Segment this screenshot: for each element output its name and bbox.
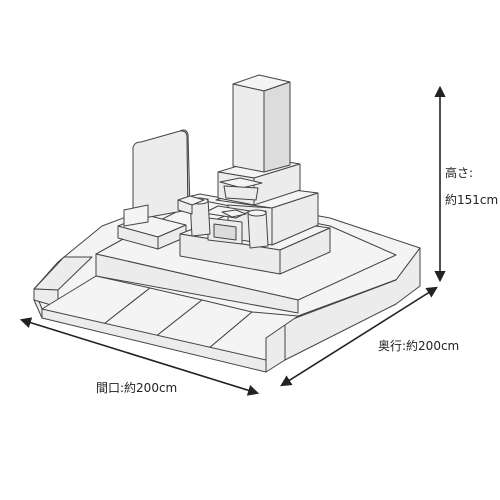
flower-vase-right bbox=[247, 210, 269, 249]
width-dimension-arrow bbox=[19, 317, 260, 396]
incense-holder-body bbox=[223, 185, 259, 201]
water-basin bbox=[221, 209, 247, 218]
width-label: 間口:約200cm bbox=[96, 381, 178, 395]
depth-dimension-arrow bbox=[280, 286, 438, 387]
memorial-plaque bbox=[117, 129, 191, 250]
stone-tier-2-side bbox=[271, 192, 319, 246]
tall-stone-side bbox=[263, 81, 291, 173]
height-value-label: 約151cm bbox=[445, 193, 499, 207]
tall-stone-front bbox=[232, 83, 265, 173]
offering-table-inner bbox=[213, 223, 237, 241]
side-step-front bbox=[177, 199, 193, 215]
plaque-stand bbox=[123, 204, 149, 227]
offering-area bbox=[177, 177, 269, 249]
incense-holder-lid bbox=[219, 177, 263, 189]
height-title-label: 高さ: bbox=[445, 166, 474, 180]
stone-tier-3-side bbox=[279, 227, 331, 275]
depth-label: 奥行:約200cm bbox=[378, 339, 460, 353]
flower-vase-right-rim bbox=[247, 209, 267, 217]
